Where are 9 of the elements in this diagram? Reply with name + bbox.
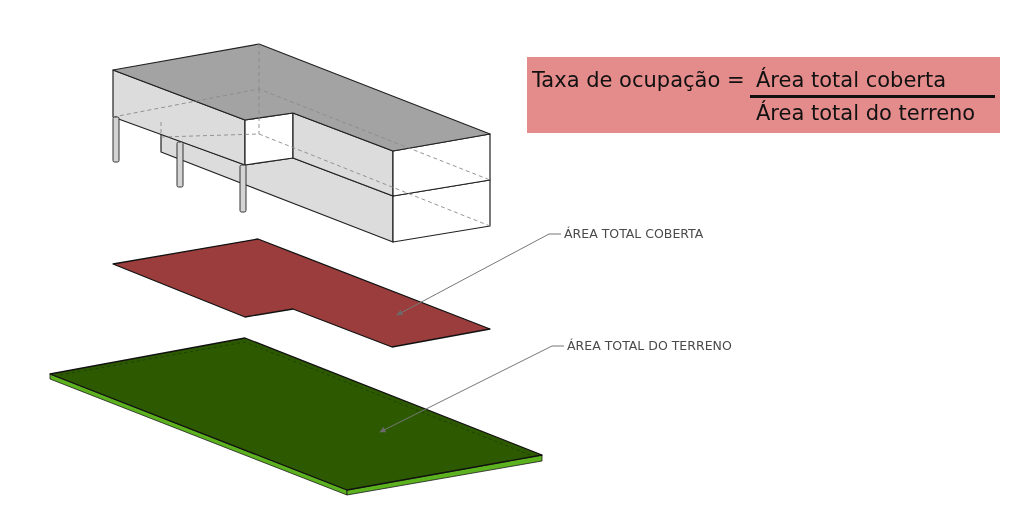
- numerator-text: Área total coberta: [756, 68, 947, 93]
- formula-panel: [527, 57, 1000, 133]
- callout-label: ÁREA TOTAL COBERTA: [564, 226, 704, 242]
- denominator-text: Área total do terreno: [756, 101, 976, 126]
- land-plot-slab: [49, 337, 543, 496]
- covered-area-slab: [112, 238, 491, 348]
- leader-line: [379, 345, 565, 433]
- callout-label: ÁREA TOTAL DO TERRENO: [567, 338, 732, 354]
- formula-label: Taxa de ocupação =: [532, 68, 745, 93]
